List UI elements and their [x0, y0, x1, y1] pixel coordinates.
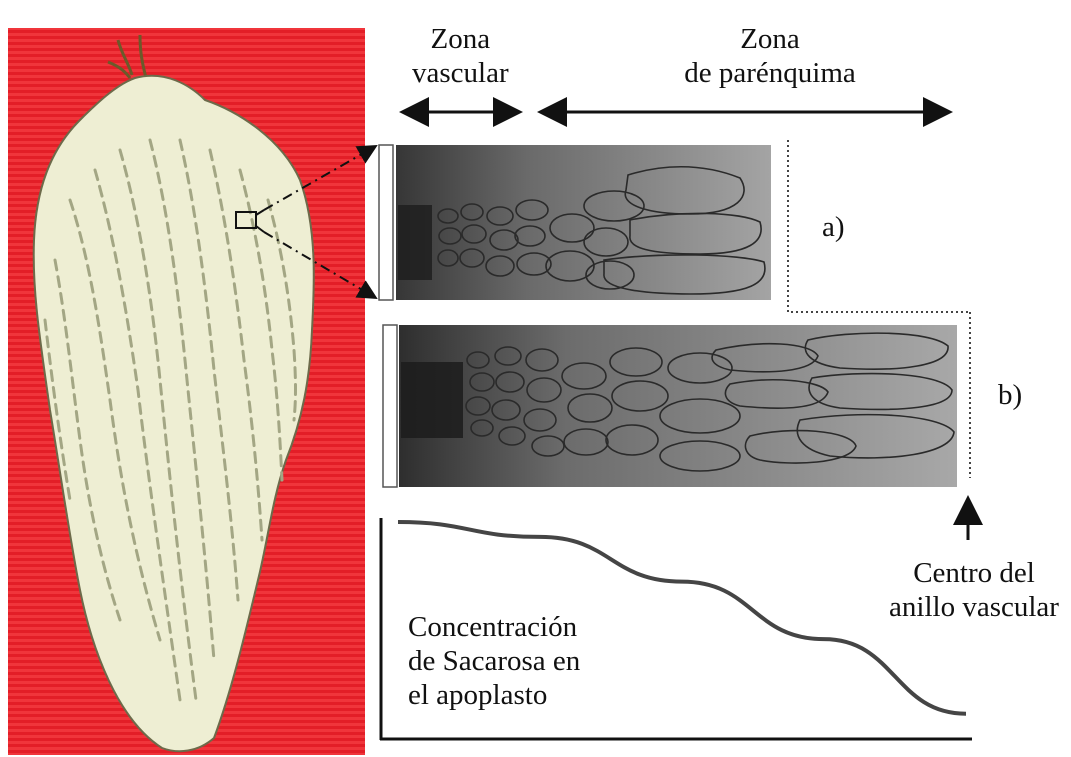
vascular-zone-label-line2: vascular: [412, 56, 509, 90]
vascular-zone-label-line1: Zona: [412, 22, 509, 56]
panel-b-dense-cells: [401, 362, 463, 438]
beet-photo: [8, 28, 365, 755]
panel-a-bracket: [788, 140, 970, 312]
sucrose-label-line1: Concentración: [408, 610, 580, 644]
sucrose-label-line3: el apoplasto: [408, 678, 580, 712]
sucrose-label: Concentración de Sacarosa en el apoplast…: [408, 610, 580, 712]
panel-a: [379, 145, 771, 300]
panel-a-dense-cells: [398, 205, 432, 280]
parenchyma-zone-label-line1: Zona: [660, 22, 880, 56]
parenchyma-zone-label: Zona de parénquima: [660, 22, 880, 90]
panel-b: [383, 325, 957, 487]
ring-center-label-line1: Centro del: [880, 556, 1068, 590]
panel-a-label: a): [822, 210, 845, 244]
panel-b-field: [399, 325, 957, 487]
sucrose-label-line2: de Sacarosa en: [408, 644, 580, 678]
panel-b-wall: [383, 325, 397, 487]
panel-a-wall: [379, 145, 393, 300]
vascular-zone-label: Zona vascular: [412, 22, 509, 90]
panel-b-label: b): [998, 378, 1022, 412]
ring-center-label-line2: anillo vascular: [880, 590, 1068, 624]
parenchyma-zone-label-line2: de parénquima: [660, 56, 880, 90]
ring-center-label: Centro del anillo vascular: [880, 556, 1068, 624]
